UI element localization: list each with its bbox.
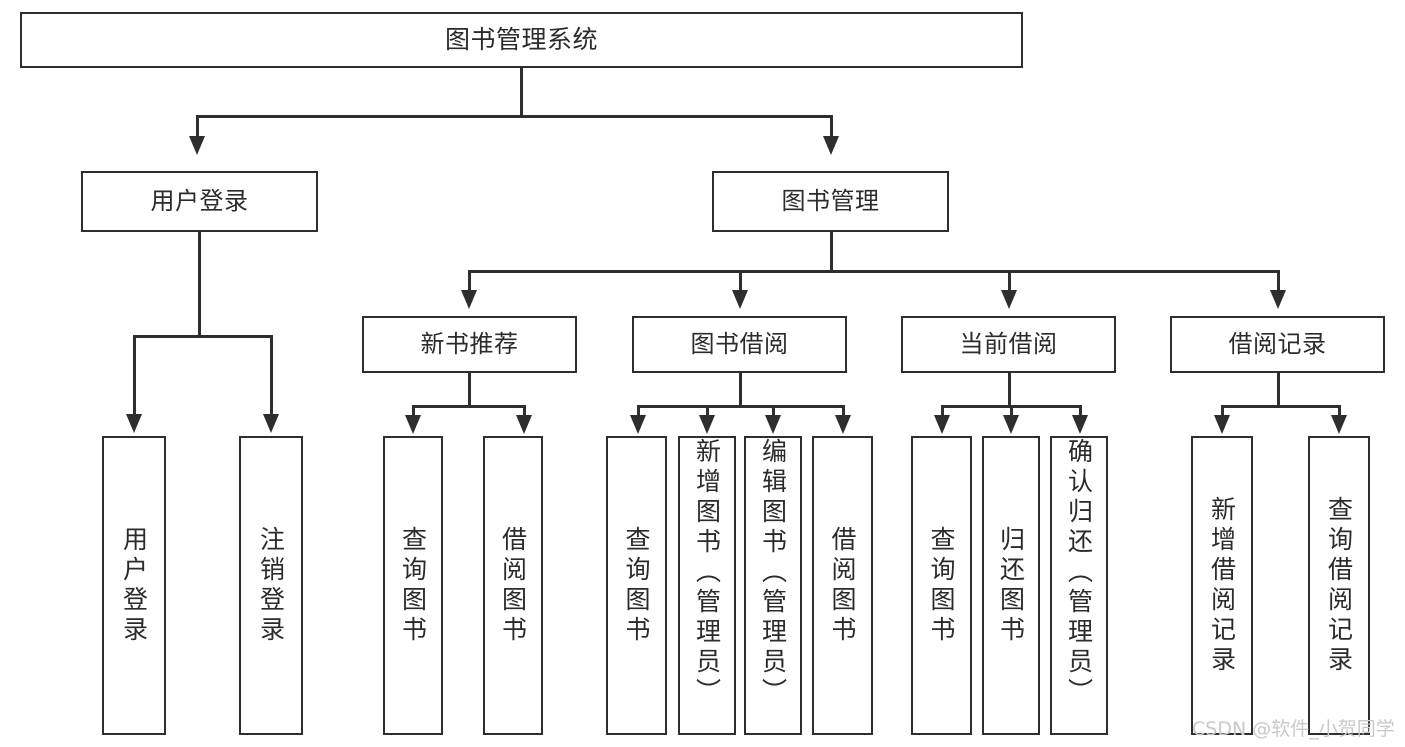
connector-book-management-stem	[830, 232, 833, 272]
node-current-borrow[interactable]: 当前借阅	[901, 316, 1116, 373]
leaf-add-borrow-record[interactable]: 新增借阅记录	[1191, 436, 1253, 735]
node-new-book-recommend[interactable]: 新书推荐	[362, 316, 577, 373]
connector-br-drop-2	[1338, 405, 1341, 417]
connector-root-stem	[520, 68, 523, 117]
leaf-logout[interactable]: 注销登录	[239, 436, 303, 735]
connector-user-login-drop-1	[133, 335, 136, 416]
connector-book-borrow-bus	[637, 405, 845, 408]
connector-current-borrow-stem	[1008, 373, 1011, 407]
node-book-borrow[interactable]: 图书借阅	[632, 316, 847, 373]
connector-borrow-record-bus	[1221, 405, 1340, 408]
connector-cb-drop-2	[1010, 405, 1013, 417]
node-label: 借阅记录	[1228, 329, 1327, 358]
arrowhead-cb-leaf-2	[1003, 415, 1019, 434]
connector-book-borrow-stem	[739, 373, 742, 407]
connector-bb-drop-1	[637, 405, 640, 417]
arrowhead-cb-leaf-3	[1072, 415, 1088, 434]
node-label: 查询图书	[398, 525, 428, 646]
node-label: 图书借阅	[690, 329, 789, 358]
node-label: 查询图书	[927, 525, 956, 646]
connector-root-to-book-management	[830, 115, 833, 138]
leaf-query-borrow-record[interactable]: 查询借阅记录	[1308, 436, 1370, 735]
arrowhead-new-book-leaf-2	[516, 415, 532, 434]
node-label: 图书管理系统	[444, 24, 598, 54]
node-label: 归还图书	[996, 525, 1026, 646]
leaf-edit-book-admin[interactable]: 编辑图书（管理员）	[744, 436, 802, 735]
connector-bb-drop-4	[842, 405, 845, 417]
connector-br-drop-1	[1221, 405, 1224, 417]
connector-bm-drop-3	[1008, 270, 1011, 292]
watermark-csdn: CSDN @软件_小贺同学	[1192, 718, 1395, 740]
node-user-login[interactable]: 用户登录	[81, 171, 318, 232]
arrowhead-bb-leaf-1	[630, 415, 646, 434]
connector-user-login-stem	[198, 232, 201, 337]
node-label: 图书管理	[781, 186, 880, 215]
node-label: 当前借阅	[959, 329, 1058, 358]
leaf-add-book-admin[interactable]: 新增图书（管理员）	[678, 436, 736, 735]
node-label: 确认归还（管理员）	[1064, 438, 1094, 708]
leaf-user-login[interactable]: 用户登录	[102, 436, 166, 735]
node-label: 借阅图书	[828, 525, 857, 646]
leaf-return-book[interactable]: 归还图书	[982, 436, 1040, 735]
arrowhead-new-book-leaf-1	[405, 415, 421, 434]
connector-root-bus	[196, 115, 833, 118]
arrowhead-cb-leaf-1	[934, 415, 950, 434]
arrowhead-bb-leaf-2	[699, 415, 715, 434]
connector-bb-drop-2	[706, 405, 709, 417]
connector-new-book-stem	[468, 373, 471, 407]
node-book-management[interactable]: 图书管理	[712, 171, 949, 232]
connector-user-login-drop-2	[270, 335, 273, 416]
connector-cb-drop-1	[941, 405, 944, 417]
connector-borrow-record-stem	[1277, 373, 1280, 407]
arrowhead-br-leaf-2	[1331, 415, 1347, 434]
connector-new-book-drop-2	[523, 405, 526, 417]
node-label: 新增借阅记录	[1207, 495, 1237, 676]
arrowhead-bb-leaf-3	[765, 415, 781, 434]
arrowhead-user-login-leaf-1	[126, 414, 142, 433]
connector-bm-drop-4	[1277, 270, 1280, 292]
leaf-borrow-book[interactable]: 借阅图书	[812, 436, 873, 735]
node-label: 查询借阅记录	[1324, 495, 1354, 676]
connector-new-book-bus	[412, 405, 525, 408]
arrowhead-br-leaf-1	[1214, 415, 1230, 434]
arrowhead-bm-to-current-borrow	[1001, 290, 1017, 309]
leaf-borrow-book-recommend[interactable]: 借阅图书	[483, 436, 543, 735]
connector-new-book-drop-1	[412, 405, 415, 417]
node-label: 新增图书（管理员）	[692, 438, 722, 708]
arrowhead-root-to-user-login	[189, 136, 205, 155]
leaf-query-book-current[interactable]: 查询图书	[911, 436, 972, 735]
arrowhead-root-to-book-management	[823, 136, 839, 155]
connector-user-login-bus	[133, 335, 272, 338]
connector-cb-drop-3	[1079, 405, 1082, 417]
connector-bb-drop-3	[772, 405, 775, 417]
connector-root-to-user-login	[196, 115, 199, 138]
node-borrow-record[interactable]: 借阅记录	[1170, 316, 1385, 373]
leaf-query-book-recommend[interactable]: 查询图书	[383, 436, 443, 735]
node-label: 编辑图书（管理员）	[758, 438, 788, 708]
node-label: 用户登录	[119, 525, 149, 646]
arrowhead-user-login-leaf-2	[263, 414, 279, 433]
leaf-query-book-borrow[interactable]: 查询图书	[606, 436, 667, 735]
arrowhead-bb-leaf-4	[835, 415, 851, 434]
arrowhead-bm-to-book-borrow	[732, 290, 748, 309]
arrowhead-bm-to-borrow-record	[1270, 290, 1286, 309]
node-label: 查询图书	[622, 525, 651, 646]
node-label: 借阅图书	[498, 525, 528, 646]
node-label: 用户登录	[150, 186, 249, 215]
connector-bm-drop-1	[468, 270, 471, 292]
node-root-book-management-system[interactable]: 图书管理系统	[20, 12, 1023, 68]
node-label: 新书推荐	[420, 329, 519, 358]
node-label: 注销登录	[256, 525, 286, 646]
leaf-confirm-return-admin[interactable]: 确认归还（管理员）	[1050, 436, 1108, 735]
arrowhead-bm-to-new-book	[461, 290, 477, 309]
connector-bm-drop-2	[739, 270, 742, 292]
connector-book-management-bus	[468, 270, 1279, 273]
